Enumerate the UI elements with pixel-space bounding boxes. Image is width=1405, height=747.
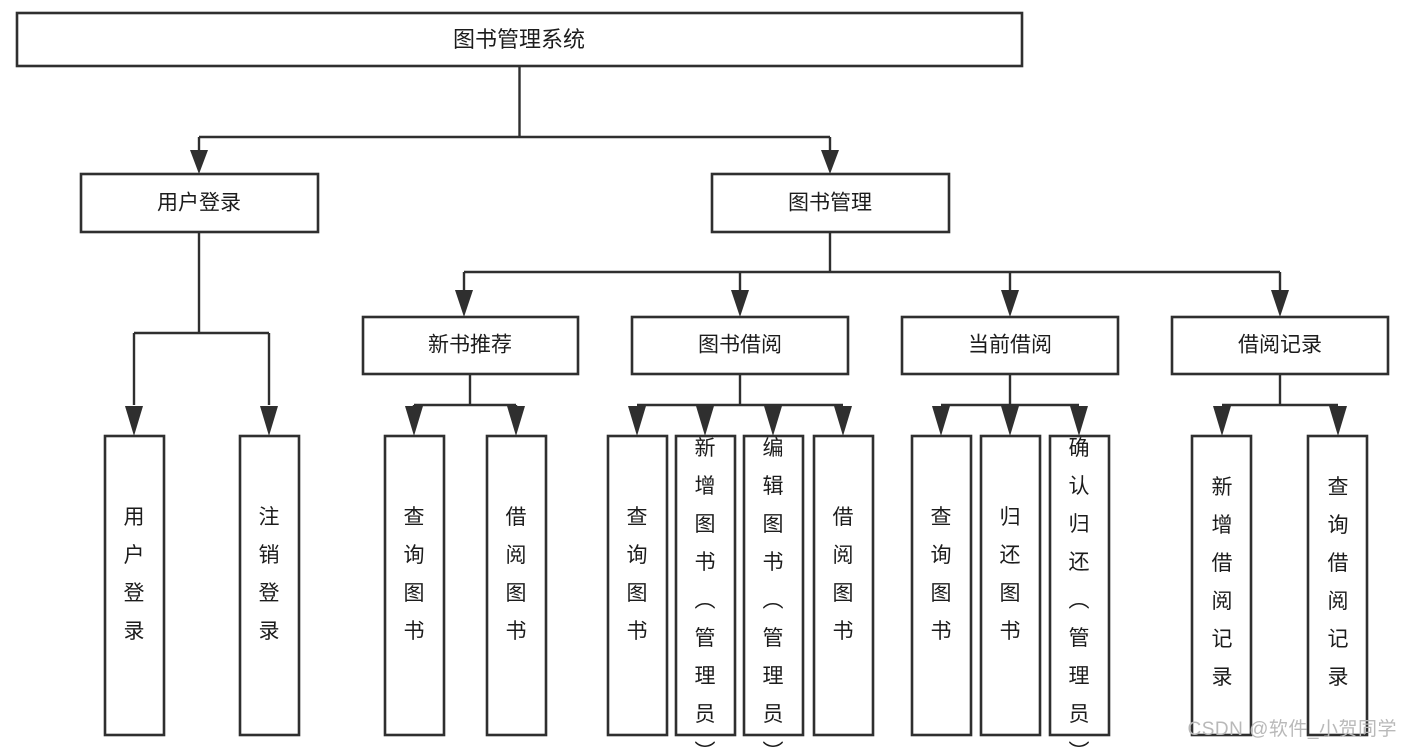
node-borrow-record-label: 借阅记录 — [1238, 334, 1322, 357]
arrow-head-user-login — [190, 150, 208, 174]
leaf-newbook-query-box[interactable] — [383, 434, 446, 737]
node-book-management-box[interactable] — [710, 172, 951, 234]
node-book-borrow-box[interactable] — [630, 315, 850, 376]
leaf-bookborrow-edit[interactable]: 编辑图书︵管理员︶ — [742, 434, 805, 747]
arrow-head-book-borrow — [731, 290, 749, 317]
leaf-currentborrow-query-label: 查询图书 — [931, 506, 952, 643]
leaf-bookborrow-edit-box[interactable] — [742, 434, 805, 737]
leaf-newbook-borrow-box[interactable] — [485, 434, 548, 737]
leaf-currentborrow-confirm-label: 确认归还︵管理员︶ — [1069, 437, 1090, 747]
arrow-head-leaf-logout — [260, 406, 278, 436]
arrow-head-borrowrecord-leaf-1 — [1213, 406, 1231, 436]
arrow-head-new-book — [455, 290, 473, 317]
leaf-borrowrecord-query[interactable]: 查询借阅记录 — [1306, 434, 1369, 737]
leaf-currentborrow-confirm[interactable]: 确认归还︵管理员︶ — [1048, 434, 1111, 747]
arrow-head-leaf-user-login — [125, 406, 143, 436]
leaf-borrowrecord-add-box[interactable] — [1190, 434, 1253, 737]
leaf-bookborrow-query[interactable]: 查询图书 — [606, 434, 669, 737]
leaf-bookborrow-borrow[interactable]: 借阅图书 — [812, 434, 875, 737]
leaf-bookborrow-query-label: 查询图书 — [627, 506, 648, 643]
node-book-management[interactable]: 图书管理 — [710, 172, 951, 234]
leaf-user-login-login-box[interactable] — [103, 434, 166, 737]
leaf-bookborrow-borrow-box[interactable] — [812, 434, 875, 737]
node-root-system-label: 图书管理系统 — [453, 27, 585, 52]
node-borrow-record-box[interactable] — [1170, 315, 1390, 376]
leaf-borrowrecord-query-box[interactable] — [1306, 434, 1369, 737]
node-current-borrow-box[interactable] — [900, 315, 1120, 376]
leaf-newbook-query[interactable]: 查询图书 — [383, 434, 446, 737]
arrow-head-borrowrecord-leaf-2 — [1329, 406, 1347, 436]
arrow-head-newbook-leaf-2 — [507, 406, 525, 436]
leaf-user-login-login-label: 用户登录 — [124, 506, 145, 643]
node-new-book-recommend[interactable]: 新书推荐 — [361, 315, 580, 376]
connector-group — [125, 66, 1347, 436]
leaf-borrowrecord-add[interactable]: 新增借阅记录 — [1190, 434, 1253, 737]
leaf-newbook-borrow-label: 借阅图书 — [506, 506, 527, 643]
node-current-borrow-label: 当前借阅 — [968, 334, 1052, 357]
arrow-head-newbook-leaf-1 — [405, 406, 423, 436]
leaf-user-login-logout-label: 注销登录 — [259, 506, 280, 643]
leaf-currentborrow-query-box[interactable] — [910, 434, 973, 737]
leaf-bookborrow-add-label: 新增图书︵管理员︶ — [695, 437, 716, 747]
leaf-bookborrow-add[interactable]: 新增图书︵管理员︶ — [674, 434, 737, 747]
node-book-borrow[interactable]: 图书借阅 — [630, 315, 850, 376]
arrow-head-current-borrow — [1001, 290, 1019, 317]
arrow-head-bookborrow-leaf-1 — [628, 406, 646, 436]
leaf-borrowrecord-query-label: 查询借阅记录 — [1328, 476, 1349, 689]
arrow-head-bookborrow-leaf-3 — [764, 406, 782, 436]
leaf-bookborrow-edit-label: 编辑图书︵管理员︶ — [763, 437, 784, 747]
node-borrow-record[interactable]: 借阅记录 — [1170, 315, 1390, 376]
leaf-currentborrow-return-label: 归还图书 — [1000, 506, 1021, 643]
leaf-bookborrow-borrow-label: 借阅图书 — [833, 506, 854, 643]
arrow-head-currentborrow-leaf-1 — [932, 406, 950, 436]
node-new-book-recommend-label: 新书推荐 — [428, 334, 512, 357]
arrow-head-bookborrow-leaf-4 — [834, 406, 852, 436]
node-user-login-box[interactable] — [79, 172, 320, 234]
leaf-bookborrow-query-box[interactable] — [606, 434, 669, 737]
leaf-currentborrow-return-box[interactable] — [979, 434, 1042, 737]
leaf-user-login-login[interactable]: 用户登录 — [103, 434, 166, 737]
arrow-head-borrow-record — [1271, 290, 1289, 317]
leaf-newbook-borrow[interactable]: 借阅图书 — [485, 434, 548, 737]
arrow-head-currentborrow-leaf-3 — [1070, 406, 1088, 436]
leaf-bookborrow-add-box[interactable] — [674, 434, 737, 737]
node-user-login-label: 用户登录 — [157, 192, 241, 215]
arrow-head-currentborrow-leaf-2 — [1001, 406, 1019, 436]
node-root-system-box[interactable] — [15, 11, 1024, 68]
node-book-management-label: 图书管理 — [788, 192, 872, 215]
leaf-newbook-query-label: 查询图书 — [404, 506, 425, 643]
node-root-system[interactable]: 图书管理系统 — [15, 11, 1024, 68]
node-book-borrow-label: 图书借阅 — [698, 334, 782, 357]
leaf-user-login-logout-box[interactable] — [238, 434, 301, 737]
node-new-book-recommend-box[interactable] — [361, 315, 580, 376]
leaf-currentborrow-query[interactable]: 查询图书 — [910, 434, 973, 737]
leaf-borrowrecord-add-label: 新增借阅记录 — [1212, 476, 1233, 689]
leaf-currentborrow-confirm-box[interactable] — [1048, 434, 1111, 737]
csdn-watermark: CSDN @软件_小贺同学 — [1187, 719, 1397, 740]
leaf-currentborrow-return[interactable]: 归还图书 — [979, 434, 1042, 737]
node-user-login[interactable]: 用户登录 — [79, 172, 320, 234]
leaf-user-login-logout[interactable]: 注销登录 — [238, 434, 301, 737]
arrow-head-book-mgmt — [821, 150, 839, 174]
arrow-head-bookborrow-leaf-2 — [696, 406, 714, 436]
node-current-borrow[interactable]: 当前借阅 — [900, 315, 1120, 376]
